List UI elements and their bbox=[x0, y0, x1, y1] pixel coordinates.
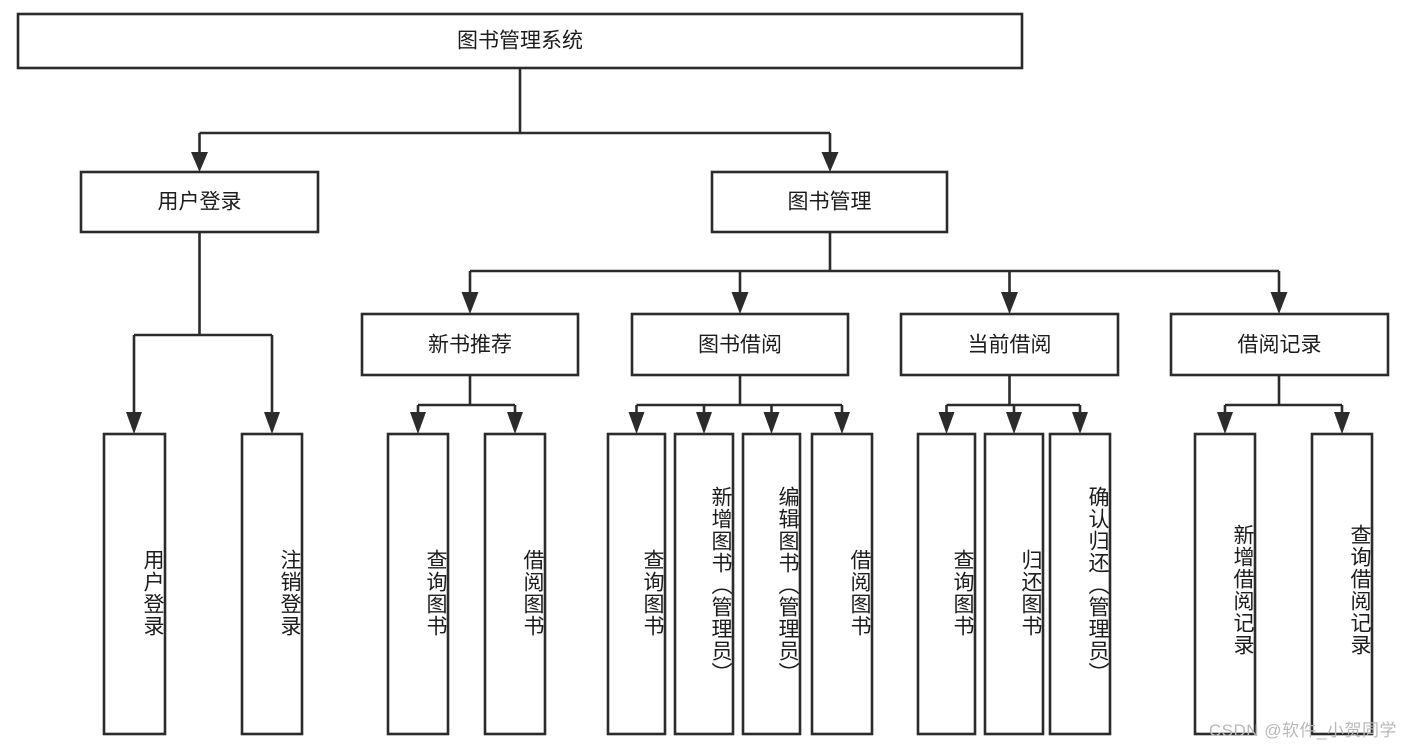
node-leaf-user-login[interactable] bbox=[102, 432, 167, 736]
arrow-head-leaf-query-book-2 bbox=[628, 412, 645, 434]
arrow-head-leaf-add-book bbox=[696, 412, 712, 434]
node-root[interactable] bbox=[16, 12, 1024, 70]
arrow-head-leaf-query-book-1 bbox=[410, 412, 426, 434]
node-leaf-query-book-current[interactable] bbox=[916, 432, 977, 736]
node-user-login[interactable] bbox=[79, 170, 320, 234]
node-borrow-record[interactable] bbox=[1169, 312, 1390, 377]
arrow-head-leaf-user-login bbox=[126, 412, 142, 434]
node-book-manage-label: 图书管理 bbox=[788, 191, 872, 214]
arrow-head-leaf-borrow-book-2 bbox=[834, 412, 850, 434]
arrow-head-borrow-record bbox=[1270, 292, 1288, 314]
node-leaf-query-book-rec[interactable] bbox=[386, 432, 450, 736]
node-new-book-recommend-label: 新书推荐 bbox=[428, 334, 512, 357]
node-new-book-recommend[interactable] bbox=[360, 312, 580, 377]
arrow-head-new-book-rec bbox=[461, 292, 479, 314]
node-leaf-add-borrow-record[interactable] bbox=[1193, 432, 1257, 736]
connector-layer bbox=[126, 68, 1350, 434]
node-leaf-query-book-borrow[interactable] bbox=[606, 432, 667, 736]
node-leaf-return-book[interactable] bbox=[983, 432, 1045, 736]
arrow-head-leaf-confirm-return bbox=[1072, 412, 1088, 434]
arrow-head-current-borrow bbox=[1001, 292, 1018, 314]
node-leaf-logout[interactable] bbox=[240, 432, 304, 736]
arrow-head-leaf-add-record bbox=[1217, 412, 1233, 434]
arrow-head-user-login bbox=[191, 152, 208, 172]
node-leaf-borrow-book-rec[interactable] bbox=[483, 432, 547, 736]
node-book-borrow-label: 图书借阅 bbox=[698, 334, 782, 357]
node-user-login-label: 用户登录 bbox=[158, 191, 242, 214]
node-leaf-edit-book[interactable] bbox=[741, 432, 802, 736]
node-book-manage[interactable] bbox=[710, 170, 949, 234]
arrow-head-leaf-return-book bbox=[1006, 412, 1022, 434]
watermark: CSDN @软件_小贺同学 bbox=[1208, 721, 1397, 740]
node-book-borrow[interactable] bbox=[630, 312, 850, 377]
arrow-head-leaf-logout bbox=[264, 412, 280, 434]
node-current-borrow-label: 当前借阅 bbox=[968, 334, 1052, 357]
arrow-head-leaf-query-book-3 bbox=[938, 412, 955, 434]
node-layer: 图书管理系统 用户登录 图书管理 新书推荐 图书借阅 当前借阅 借阅记录 bbox=[16, 12, 1390, 736]
arrow-head-book-borrow bbox=[731, 292, 749, 314]
node-current-borrow[interactable] bbox=[899, 312, 1120, 377]
node-leaf-add-book[interactable] bbox=[673, 432, 735, 736]
arrow-head-book-manage bbox=[821, 152, 839, 172]
node-leaf-query-borrow-record[interactable] bbox=[1310, 432, 1374, 736]
arrow-head-leaf-query-record bbox=[1334, 412, 1350, 434]
arrow-head-leaf-edit-book bbox=[763, 412, 780, 434]
node-leaf-borrow-book[interactable] bbox=[810, 432, 874, 736]
node-borrow-record-label: 借阅记录 bbox=[1238, 334, 1322, 357]
node-root-label: 图书管理系统 bbox=[457, 30, 583, 53]
arrow-head-leaf-borrow-book-1 bbox=[507, 412, 523, 434]
node-leaf-confirm-return[interactable] bbox=[1048, 432, 1112, 736]
